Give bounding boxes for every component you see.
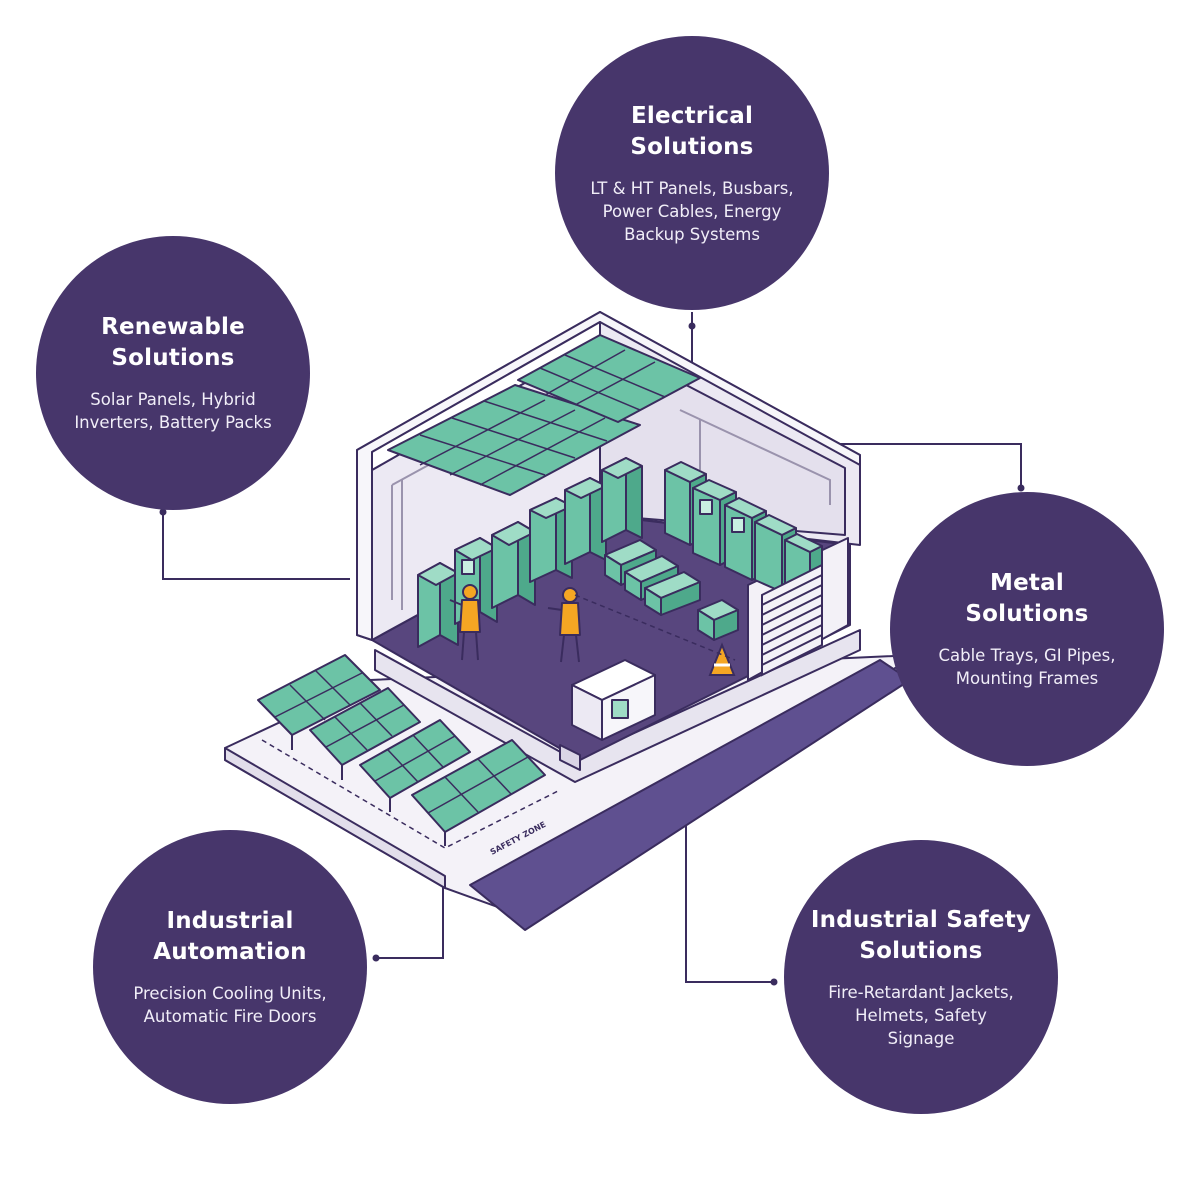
card-description: Cable Trays, GI Pipes, Mounting Frames (938, 646, 1116, 688)
roller-shutter-icon (761, 563, 823, 677)
card-description: Fire-Retardant Jackets, Helmets, Safety … (828, 982, 1014, 1048)
connector-lines (162, 312, 1022, 983)
worker-icon (547, 587, 581, 663)
connector-dot-electrical (688, 322, 696, 330)
solar-panel-icon (517, 334, 701, 423)
battery-packs (604, 539, 739, 641)
industrial-safety-solutions-card: Industrial Safety Solutions Fire-Retarda… (784, 840, 1058, 1114)
traffic-cone-icon (708, 642, 736, 676)
card-title: Metal Solutions (965, 570, 1089, 627)
card-description: Precision Cooling Units, Automatic Fire … (133, 984, 327, 1026)
industrial-automation-card: Industrial Automation Precision Cooling … (93, 830, 367, 1104)
metal-solutions-card: Metal Solutions Cable Trays, GI Pipes, M… (890, 492, 1164, 766)
safety-zone-boundary (261, 594, 736, 849)
connector-renewable (162, 512, 350, 580)
card-title: Industrial Safety Solutions (810, 906, 1032, 964)
card-title: Industrial Automation (153, 908, 307, 965)
card-title: Electrical Solutions (630, 102, 754, 160)
connector-automation (376, 870, 444, 959)
card-description: Solar Panels, Hybrid Inverters, Battery … (74, 390, 272, 432)
card-description: LT & HT Panels, Busbars, Power Cables, E… (590, 178, 794, 244)
switchgear-cabinets (664, 461, 823, 601)
generator-icon (571, 659, 656, 741)
connector-dot-renewable (159, 508, 167, 516)
electrical-solutions-card: Electrical Solutions LT & HT Panels, Bus… (555, 36, 829, 310)
card-title: Renewable Solutions (101, 314, 245, 371)
worker-icon (449, 584, 481, 661)
connector-dot-automation (372, 954, 380, 962)
connector-dot-safety (770, 978, 778, 986)
connector-safety (685, 818, 774, 983)
solar-panel-icon (411, 739, 546, 833)
renewable-solutions-card: Renewable Solutions Solar Panels, Hybrid… (36, 236, 310, 510)
ground-solar-array (257, 654, 546, 846)
solar-panel-icon (387, 384, 641, 496)
connector-dot-metal (1017, 484, 1025, 492)
rooftop-solar-panels (387, 334, 701, 496)
connector-metal (822, 443, 1022, 488)
